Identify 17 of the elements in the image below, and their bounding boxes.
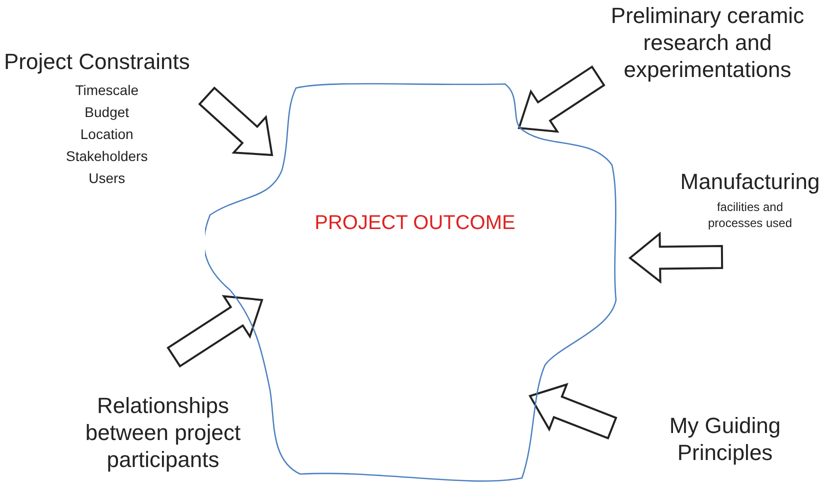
input-heading: Manufacturing (680, 168, 820, 195)
block-arrow (628, 232, 724, 284)
constraint-item: Timescale (75, 81, 138, 100)
input-subtext: facilities and processes used (706, 199, 794, 231)
input-heading: Preliminary ceramic research and experimentations (610, 2, 806, 83)
constraint-item: Location (80, 125, 134, 144)
input-heading: Relationships between project participants (84, 392, 242, 473)
outcome-label: PROJECT OUTCOME (314, 211, 516, 236)
block-arrow (528, 382, 618, 440)
block-arrow (166, 295, 264, 368)
constraint-item: Budget (84, 103, 130, 122)
group-heading: Project Constraints (4, 48, 190, 76)
constraint-item: Stakeholders (66, 147, 148, 166)
block-arrow (198, 86, 274, 156)
constraint-item: Users (88, 169, 126, 188)
input-heading: My Guiding Principles (668, 412, 782, 466)
block-arrow (518, 65, 606, 133)
